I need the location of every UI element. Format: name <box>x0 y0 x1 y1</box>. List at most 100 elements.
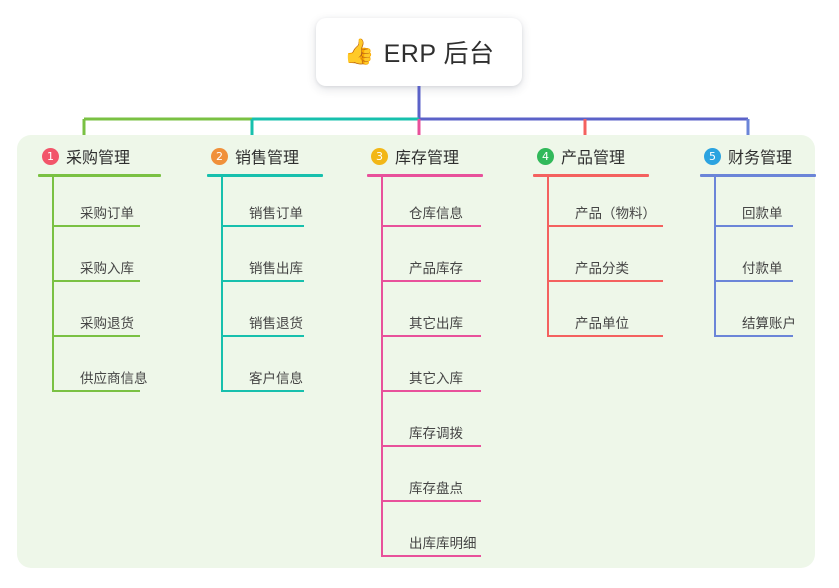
leaf-rule <box>381 390 481 392</box>
column-header-1[interactable]: 1 采购管理 <box>38 143 161 169</box>
leaf-item[interactable]: 供应商信息 <box>52 342 161 397</box>
leaf-item[interactable]: 付款单 <box>714 232 816 287</box>
leaf-item[interactable]: 库存调拨 <box>381 397 483 452</box>
leaf-item[interactable]: 回款单 <box>714 177 816 232</box>
leaf-rule <box>381 335 481 337</box>
leaf-item[interactable]: 采购订单 <box>52 177 161 232</box>
leaf-label: 其它入库 <box>409 371 463 386</box>
branch-5: 回款单付款单结算账户 <box>714 177 816 342</box>
leaf-label: 销售出库 <box>249 261 303 276</box>
leaf-rule <box>381 500 481 502</box>
column-rule-1 <box>38 174 161 177</box>
leaf-item[interactable]: 客户信息 <box>221 342 323 397</box>
leaf-rule <box>221 225 304 227</box>
leaf-rule <box>52 390 140 392</box>
leaf-rule <box>381 555 481 557</box>
leaf-rule <box>547 335 663 337</box>
column-badge-4: 4 <box>537 147 554 165</box>
column-5: 5 财务管理回款单付款单结算账户 <box>700 143 816 342</box>
leaf-label: 回款单 <box>742 206 783 221</box>
leaf-label: 产品单位 <box>575 316 629 331</box>
column-badge-2: 2 <box>211 147 228 165</box>
column-header-3[interactable]: 3 库存管理 <box>367 143 483 169</box>
column-badge-3: 3 <box>371 147 388 165</box>
column-rule-2 <box>207 174 323 177</box>
column-badge-5: 5 <box>704 147 721 165</box>
branch-spine-2 <box>221 177 223 392</box>
leaf-rule <box>714 335 793 337</box>
column-badge-1: 1 <box>42 147 59 165</box>
leaf-label: 采购订单 <box>80 206 134 221</box>
leaf-item[interactable]: 销售退货 <box>221 287 323 342</box>
column-3: 3 库存管理仓库信息产品库存其它出库其它入库库存调拨库存盘点出库库明细 <box>367 143 483 562</box>
leaf-label: 产品分类 <box>575 261 629 276</box>
leaf-item[interactable]: 产品分类 <box>547 232 663 287</box>
leaf-item[interactable]: 其它入库 <box>381 342 483 397</box>
leaf-label: 仓库信息 <box>409 206 463 221</box>
branch-2: 销售订单销售出库销售退货客户信息 <box>221 177 323 397</box>
leaf-rule <box>52 225 140 227</box>
leaf-label: 产品（物料） <box>575 206 656 221</box>
branch-spine-1 <box>52 177 54 392</box>
leaf-label: 其它出库 <box>409 316 463 331</box>
leaf-item[interactable]: 产品库存 <box>381 232 483 287</box>
column-header-5[interactable]: 5 财务管理 <box>700 143 816 169</box>
branch-spine-3 <box>381 177 383 557</box>
leaf-label: 出库库明细 <box>409 536 477 551</box>
leaf-label: 结算账户 <box>742 316 796 331</box>
leaf-rule <box>714 225 793 227</box>
root-title-card: 👍 ERP 后台 <box>316 18 522 86</box>
leaf-rule <box>714 280 793 282</box>
leaf-item[interactable]: 结算账户 <box>714 287 816 342</box>
branch-spine-5 <box>714 177 716 337</box>
branch-3: 仓库信息产品库存其它出库其它入库库存调拨库存盘点出库库明细 <box>381 177 483 562</box>
leaf-label: 库存盘点 <box>409 481 463 496</box>
column-rule-3 <box>367 174 483 177</box>
leaf-rule <box>381 225 481 227</box>
leaf-item[interactable]: 采购入库 <box>52 232 161 287</box>
column-header-2[interactable]: 2 销售管理 <box>207 143 323 169</box>
thumbs-up-icon: 👍 <box>343 37 375 66</box>
leaf-rule <box>547 225 663 227</box>
column-title-5: 财务管理 <box>728 150 793 167</box>
leaf-rule <box>547 280 663 282</box>
column-1: 1 采购管理采购订单采购入库采购退货供应商信息 <box>38 143 161 397</box>
leaf-rule <box>381 445 481 447</box>
column-title-2: 销售管理 <box>235 150 300 167</box>
leaf-item[interactable]: 库存盘点 <box>381 452 483 507</box>
leaf-item[interactable]: 产品单位 <box>547 287 663 342</box>
leaf-rule <box>221 390 304 392</box>
leaf-item[interactable]: 仓库信息 <box>381 177 483 232</box>
leaf-item[interactable]: 销售出库 <box>221 232 323 287</box>
leaf-label: 采购退货 <box>80 316 134 331</box>
leaf-item[interactable]: 采购退货 <box>52 287 161 342</box>
leaf-rule <box>381 280 481 282</box>
branch-1: 采购订单采购入库采购退货供应商信息 <box>52 177 161 397</box>
column-header-4[interactable]: 4 产品管理 <box>533 143 649 169</box>
branch-4: 产品（物料） 产品分类产品单位 <box>547 177 663 342</box>
leaf-item[interactable]: 出库库明细 <box>381 507 483 562</box>
column-2: 2 销售管理销售订单销售出库销售退货客户信息 <box>207 143 323 397</box>
leaf-rule <box>52 335 140 337</box>
diagram-panel <box>17 135 815 568</box>
column-title-4: 产品管理 <box>561 150 626 167</box>
leaf-rule <box>52 280 140 282</box>
leaf-label: 库存调拨 <box>409 426 463 441</box>
leaf-label: 产品库存 <box>409 261 463 276</box>
leaf-label: 采购入库 <box>80 261 134 276</box>
column-4: 4 产品管理产品（物料） 产品分类产品单位 <box>533 143 663 342</box>
leaf-rule <box>221 280 304 282</box>
leaf-label: 付款单 <box>742 261 783 276</box>
leaf-rule <box>221 335 304 337</box>
leaf-item[interactable]: 其它出库 <box>381 287 483 342</box>
column-title-1: 采购管理 <box>66 150 131 167</box>
page-title: ERP 后台 <box>383 40 495 68</box>
leaf-label: 客户信息 <box>249 371 303 386</box>
column-rule-4 <box>533 174 649 177</box>
branch-spine-4 <box>547 177 549 337</box>
leaf-label: 供应商信息 <box>80 371 148 386</box>
column-title-3: 库存管理 <box>395 150 460 167</box>
leaf-item[interactable]: 产品（物料） <box>547 177 663 232</box>
leaf-item[interactable]: 销售订单 <box>221 177 323 232</box>
leaf-label: 销售退货 <box>249 316 303 331</box>
